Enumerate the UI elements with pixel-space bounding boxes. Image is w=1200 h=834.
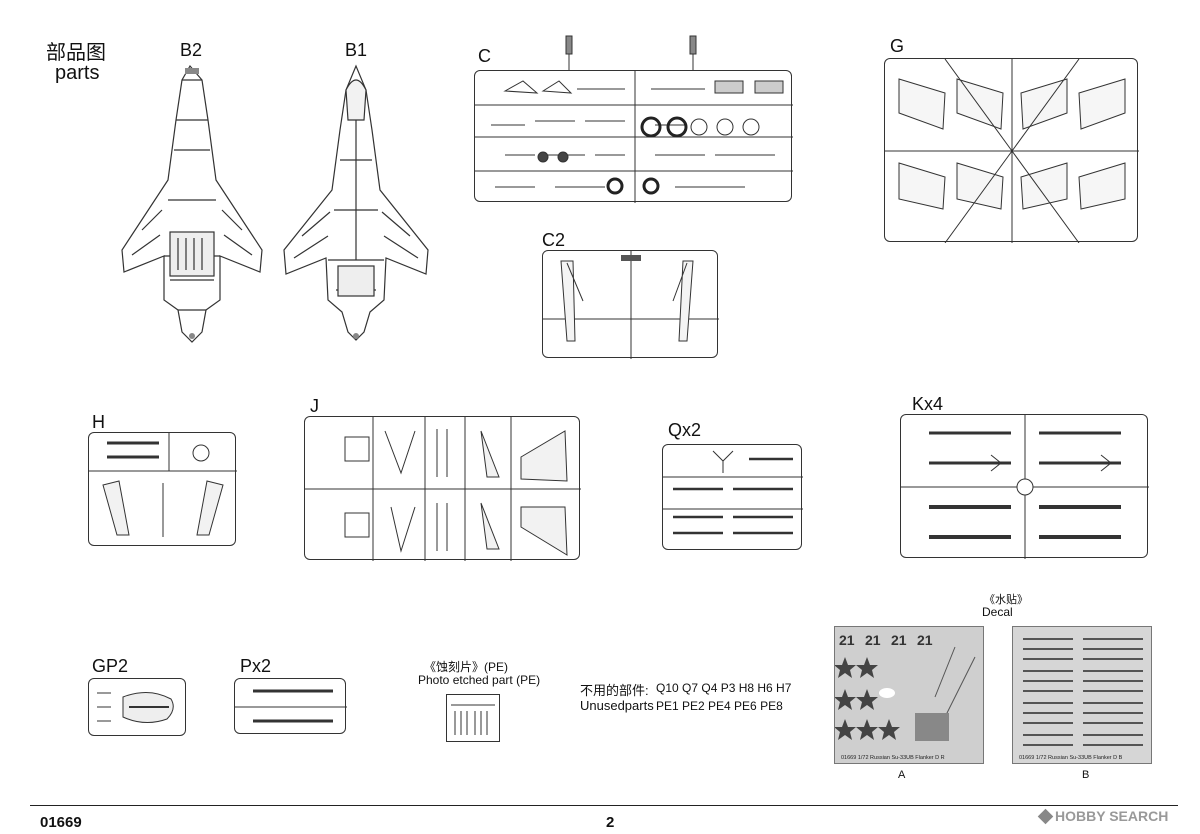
sprue-c2-parts — [543, 251, 719, 359]
sprue-label-gp2: GP2 — [92, 656, 129, 676]
sprue-g-frame — [884, 58, 1139, 243]
sprue-label-j: J — [310, 396, 319, 416]
decal-number-2: 21 — [865, 632, 881, 648]
sprue-label-c: C — [478, 46, 491, 66]
sprue-k-frame — [900, 414, 1149, 559]
sprue-p-frame — [234, 678, 347, 734]
pe-label-chinese: 《蚀刻片》(PE) — [424, 660, 509, 674]
footer-code: 01669 — [40, 814, 82, 831]
sprue-h-parts — [89, 433, 237, 537]
sprue-p-parts — [235, 689, 347, 723]
footer-page-number: 2 — [606, 814, 615, 831]
sprue-label-c2: C2 — [542, 230, 566, 250]
unused-list-1: Q10 Q7 Q4 P3 H8 H6 H7 — [656, 681, 792, 695]
unused-label-chinese: 不用的部件: — [580, 683, 649, 698]
watermark-text: HOBBY SEARCH — [1055, 808, 1169, 824]
sprue-label-kx4: Kx4 — [912, 394, 944, 414]
title-english: parts — [55, 62, 100, 84]
decal-sheet-b: 01669 1/72 Russian Su-33UB Flanker D B — [1012, 626, 1152, 764]
sprue-label-b2: B2 — [180, 40, 203, 60]
sprue-label-px2: Px2 — [240, 656, 272, 676]
decal-sheet-a: 21 21 21 21 01669 1/72 Russian Su-33UB F… — [834, 626, 984, 764]
pe-fret — [446, 694, 500, 742]
sprue-c-frame — [474, 70, 793, 203]
unused-list-2: PE1 PE2 PE4 PE6 PE8 — [656, 699, 783, 713]
decal-label-b: B — [1082, 769, 1090, 781]
sprue-b2-drawing — [121, 64, 263, 343]
decal-sheet-b-artwork: 01669 1/72 Russian Su-33UB Flanker D B — [1019, 638, 1143, 761]
decal-number-1: 21 — [839, 632, 855, 648]
sprue-g-parts — [885, 59, 1139, 243]
sprue-b1-drawing — [283, 64, 429, 341]
decal-title-chinese: 《水贴》 — [984, 594, 1028, 606]
pe-label-english: Photo etched part (PE) — [418, 673, 541, 687]
sprue-q-parts — [663, 450, 803, 535]
decal-title-english: Decal — [982, 605, 1013, 619]
decal-label-a: A — [898, 769, 906, 781]
sprue-k-parts — [901, 415, 1149, 559]
sprue-c-pitot-parts — [565, 35, 697, 70]
sprue-c-parts — [475, 71, 793, 203]
sprue-label-b1: B1 — [345, 40, 368, 60]
decal-sheet-a-artwork: 21 21 21 21 01669 1/72 Russian Su-33UB F… — [834, 632, 976, 761]
pe-fret-parts — [451, 704, 495, 735]
decal-number-4: 21 — [917, 632, 933, 648]
watermark: HOBBY SEARCH — [1037, 808, 1169, 824]
footer-rule — [30, 805, 1178, 806]
sprue-j-frame — [304, 416, 581, 561]
unused-label-english: Unusedparts — [580, 698, 654, 713]
sprue-j-parts — [305, 417, 581, 561]
sprue-label-g: G — [890, 36, 905, 56]
decal-number-3: 21 — [891, 632, 907, 648]
sprue-gp-frame — [88, 678, 186, 736]
sprue-label-h: H — [92, 412, 105, 432]
sprue-gp-parts — [97, 692, 174, 723]
decal-sheet-b-caption: 01669 1/72 Russian Su-33UB Flanker D B — [1019, 755, 1123, 761]
title-chinese: 部品图 — [46, 42, 106, 64]
watermark-logo-icon — [1037, 808, 1054, 824]
decal-sheet-a-caption: 01669 1/72 Russian Su-33UB Flanker D R — [841, 755, 945, 761]
sprue-h-frame — [88, 432, 237, 546]
sprue-q-frame — [662, 444, 803, 550]
sprue-c2-frame — [542, 250, 719, 359]
sprue-label-qx2: Qx2 — [668, 420, 702, 440]
